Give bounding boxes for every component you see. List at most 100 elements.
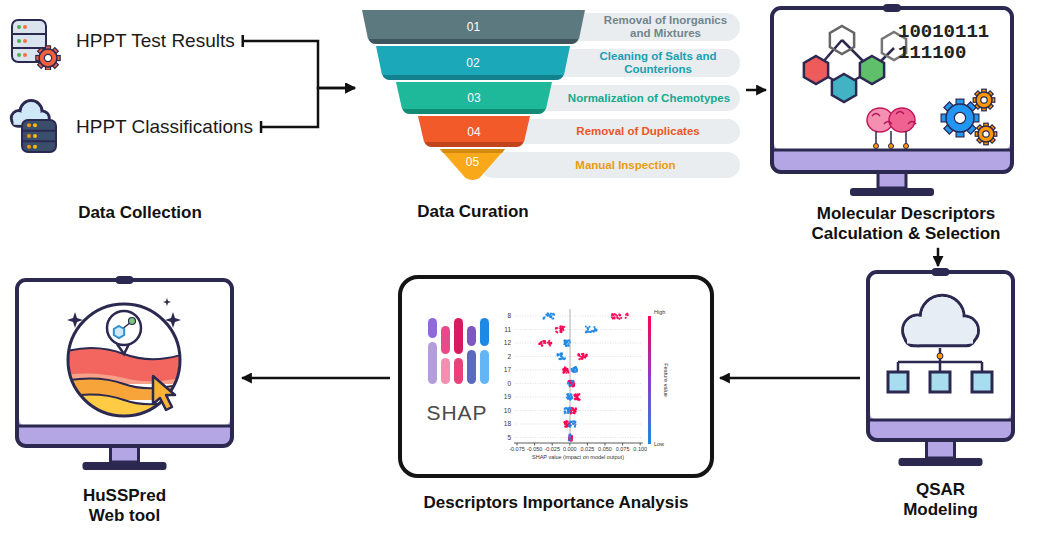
illustration-part xyxy=(578,393,580,395)
funnel-step: 03Normalization of Chemotypes xyxy=(358,82,742,114)
data-source: HPPT Classifications xyxy=(8,98,253,156)
illustration-part xyxy=(567,343,569,345)
plot-label: High xyxy=(654,310,665,316)
illustration-part xyxy=(563,371,565,373)
illustration-part xyxy=(889,144,894,149)
illustration-part xyxy=(574,398,576,400)
illustration-part xyxy=(589,331,591,333)
plot-label: 19 xyxy=(504,394,511,401)
illustration-part xyxy=(619,314,621,316)
illustration-part xyxy=(566,412,568,414)
illustration-part xyxy=(555,327,557,329)
plot-label: Feature value xyxy=(662,363,668,397)
illustration-part xyxy=(428,318,437,338)
illustration-part xyxy=(22,130,56,132)
illustration-part xyxy=(22,120,56,152)
illustration-part xyxy=(114,326,124,338)
illustration-part xyxy=(27,145,31,149)
illustration-part xyxy=(569,382,571,384)
illustration-part xyxy=(441,326,450,354)
illustration-part xyxy=(559,358,561,360)
illustration-part xyxy=(625,317,627,319)
illustration-part xyxy=(480,152,740,178)
illustration-part xyxy=(605,443,606,446)
node-text: HuSSPred Web tool xyxy=(70,486,180,527)
plot-label: 0.100 xyxy=(633,447,647,453)
illustration-part xyxy=(567,371,569,373)
illustration-part xyxy=(550,316,552,318)
illustration-part xyxy=(587,327,589,329)
gear-icon xyxy=(973,89,995,111)
node-text: SHAP xyxy=(412,401,502,425)
illustration-part xyxy=(552,317,554,319)
illustration-part xyxy=(561,353,563,355)
illustration-part xyxy=(640,443,641,446)
illustration-part xyxy=(514,443,643,444)
illustration-part xyxy=(441,358,450,384)
illustration-part xyxy=(850,188,934,196)
node-text: Molecular Descriptors Calculation & Sele… xyxy=(796,204,1016,245)
step-number: 01 xyxy=(362,20,585,34)
shap-summary-plot xyxy=(428,309,651,446)
illustration-part xyxy=(832,74,856,102)
illustration-part xyxy=(562,326,564,328)
illustration-part xyxy=(565,423,567,425)
illustration-part xyxy=(564,412,566,414)
illustration-part xyxy=(557,354,559,356)
illustration-part xyxy=(557,354,559,356)
illustration-part xyxy=(563,421,565,423)
illustration-part xyxy=(560,330,562,332)
illustration-part xyxy=(574,393,576,395)
illustration-part xyxy=(574,421,576,423)
illustration-part xyxy=(440,149,505,180)
illustration-part xyxy=(983,131,989,137)
plot-label: 0.025 xyxy=(581,447,595,453)
funnel-step: 01Removal of Inorganics and Mixtures xyxy=(358,10,742,44)
monitor-body xyxy=(17,276,232,470)
illustration-part xyxy=(617,317,619,319)
illustration-part xyxy=(571,370,573,372)
illustration-part xyxy=(67,312,83,328)
illustration-part xyxy=(83,462,167,470)
illustration-part xyxy=(534,443,535,446)
step-label: Removal of Duplicates xyxy=(538,125,738,138)
illustration-part xyxy=(568,425,570,427)
flow-arrow xyxy=(746,89,766,92)
illustration-part xyxy=(578,358,580,360)
illustration-part xyxy=(27,134,31,138)
illustration-part xyxy=(566,368,568,370)
illustration-part xyxy=(619,314,621,316)
illustration-part xyxy=(454,318,463,354)
qsar-monitor: QSAR Modeling xyxy=(866,268,1015,521)
step-number: 04 xyxy=(418,125,530,139)
illustration-part xyxy=(568,438,570,440)
illustration-part xyxy=(573,412,575,414)
illustration-part xyxy=(907,327,973,344)
illustration-part xyxy=(569,434,571,436)
illustration-part xyxy=(577,399,579,401)
illustration-part xyxy=(12,20,60,70)
illustration-part xyxy=(107,311,141,345)
illustration-part xyxy=(544,342,546,344)
plot-label: 10 xyxy=(504,407,511,414)
illustration-part xyxy=(567,383,569,385)
monitor-body xyxy=(772,4,1012,196)
illustration-part xyxy=(582,353,584,355)
illustration-part xyxy=(566,407,568,409)
illustration-part xyxy=(68,304,180,416)
illustration-part xyxy=(44,54,51,61)
plot-label: 5 xyxy=(507,434,511,441)
illustration-part xyxy=(620,317,622,319)
illustration-part xyxy=(890,131,892,144)
illustration-part xyxy=(565,426,567,428)
monitor-illustration xyxy=(866,268,1015,470)
illustration-part xyxy=(560,328,562,330)
illustration-part xyxy=(577,398,579,400)
illustration-part xyxy=(574,366,576,368)
illustration-part xyxy=(585,354,587,356)
illustration-part xyxy=(567,393,569,395)
illustration-part xyxy=(804,56,828,84)
illustration-part xyxy=(561,352,563,354)
illustration-part xyxy=(418,116,530,142)
